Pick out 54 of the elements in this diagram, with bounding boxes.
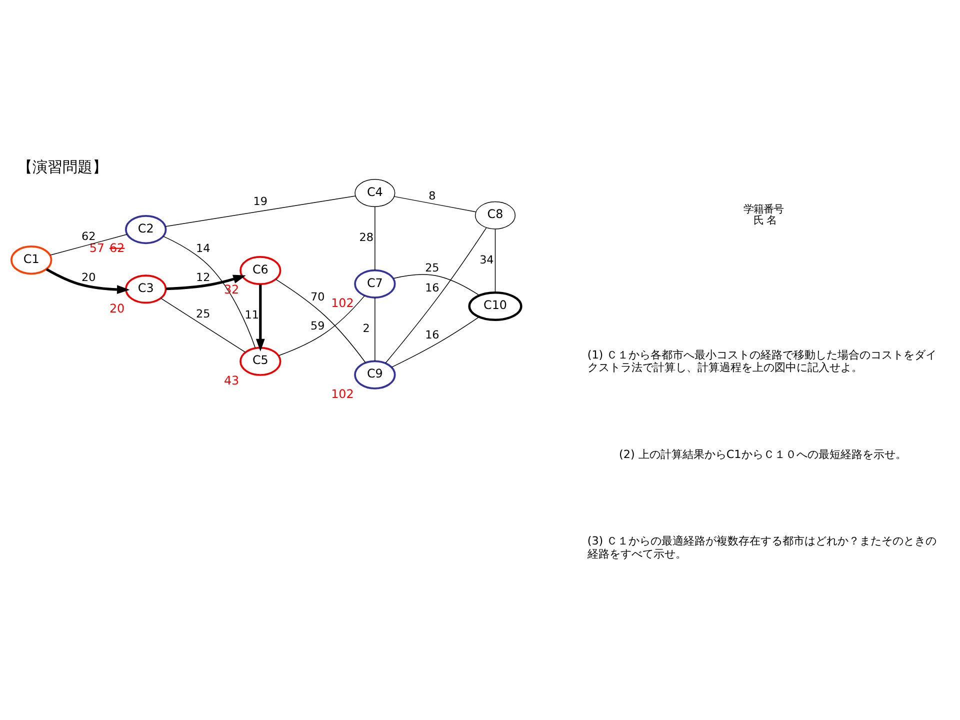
node-label: 20 — [109, 300, 125, 315]
node-label: 62 — [109, 240, 125, 255]
node-ellipse: C4 — [354, 178, 396, 206]
edge-label: 8 — [428, 189, 436, 202]
edge-label: 20 — [81, 270, 96, 284]
node-ellipse: C8 — [474, 200, 516, 229]
connector — [393, 274, 480, 296]
connector — [374, 296, 376, 361]
arrow — [166, 274, 246, 290]
connector — [278, 294, 366, 356]
connector — [162, 235, 256, 348]
arrow — [46, 268, 130, 294]
node-label: 43 — [224, 373, 240, 388]
edge-label: 16 — [425, 280, 440, 294]
label: 氏 名 — [753, 214, 777, 226]
node-ellipse: C2 — [125, 214, 167, 244]
edge-label: 11 — [244, 308, 259, 322]
node-ellipse: C1 — [10, 245, 52, 274]
node-ellipse: C3 — [125, 274, 167, 304]
edge-label: 34 — [480, 252, 494, 266]
edge-label: 25 — [196, 306, 210, 320]
edge-label: 12 — [196, 270, 210, 284]
node-ellipse: C10 — [468, 291, 522, 320]
connector — [50, 234, 128, 256]
diagram-title: 【演習問題】 — [18, 157, 108, 176]
arrow — [256, 284, 265, 352]
label: (2) 上の計算結果からC1からＣ１０への最短経路を示せ。 — [619, 447, 906, 460]
node-ellipse: C6 — [240, 255, 282, 285]
node-label: 57 — [89, 240, 104, 255]
connector — [494, 228, 496, 292]
edge-label: 70 — [310, 290, 325, 303]
connector — [160, 297, 246, 352]
connector — [391, 316, 480, 368]
connector — [385, 226, 487, 363]
node-ellipse: C7 — [354, 268, 396, 298]
node-ellipse: C9 — [354, 360, 396, 389]
connector — [394, 196, 476, 212]
connector — [374, 206, 376, 270]
label: (3) Ｃ１からの最適経路が複数存在する都市はどれか？またそのときの経路をすべて示せ。 — [587, 534, 937, 560]
edge-label: 2 — [362, 321, 370, 334]
edge-label: 28 — [359, 230, 374, 244]
node-label: 102 — [331, 386, 354, 401]
label: (1) Ｃ１から各都市へ最小コストの経路で移動した場合のコストをダイクストラ法で計算し、計算過程を上の図中に記入せよ。 — [587, 348, 937, 374]
edge-label: 62 — [81, 229, 96, 242]
edge-label: 14 — [196, 241, 210, 254]
edge-label: 16 — [425, 328, 440, 341]
edge-label: 19 — [253, 194, 268, 208]
edge-label: 59 — [310, 318, 325, 332]
label: 学籍番号 — [743, 203, 784, 216]
edge-label: 25 — [425, 260, 440, 274]
node-label: 102 — [331, 296, 354, 310]
connector — [165, 195, 356, 226]
connector — [276, 278, 366, 362]
node-ellipse: C5 — [240, 346, 282, 376]
